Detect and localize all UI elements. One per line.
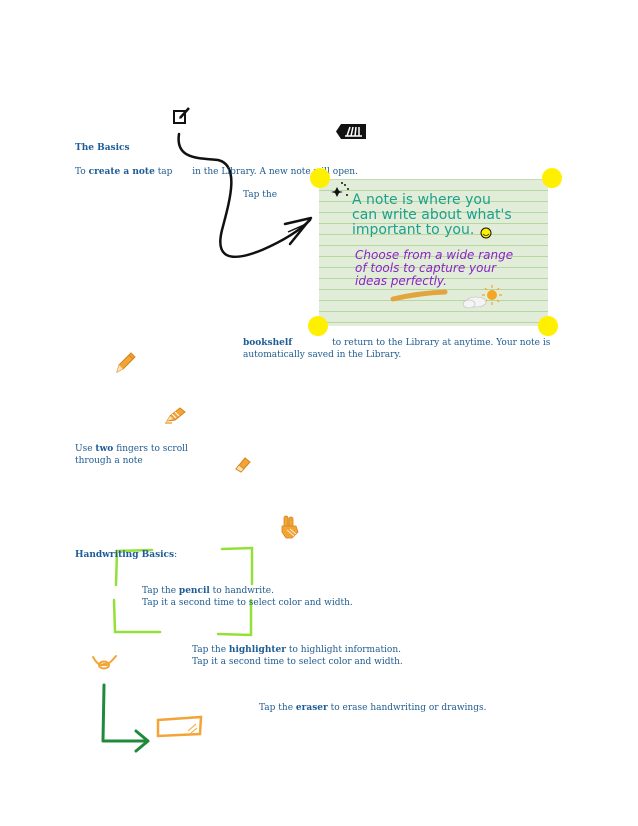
orange-highlight-stroke [390, 289, 448, 302]
orange-doodle [92, 655, 117, 670]
pencil-instruction: Tap the pencil to handwrite. Tap it a se… [142, 586, 353, 608]
resize-handle-bottom-left [308, 316, 328, 336]
eraser-instruction: Tap the eraser to erase handwriting or d… [259, 703, 487, 713]
orange-rectangle [156, 715, 203, 738]
sun-icon [482, 285, 502, 305]
new-note-icon[interactable] [172, 106, 192, 126]
note-text-tools: Choose from a wide range of tools to cap… [355, 248, 514, 288]
hand-drawn-arrow [177, 132, 312, 259]
section-heading-basics: The Basics [75, 143, 130, 153]
note-preview-card [319, 179, 548, 326]
resize-handle-top-right [542, 168, 562, 188]
eraser-icon[interactable] [233, 454, 253, 474]
highlighter-icon[interactable] [164, 405, 188, 425]
resize-handle-top-left [310, 168, 330, 188]
create-note-instruction: To create a note tap in the Library. A n… [75, 167, 358, 177]
section-heading-handwriting: Handwriting Basics: [75, 550, 178, 560]
bookshelf-icon[interactable] [335, 122, 367, 141]
tap-the-label: Tap the [243, 190, 278, 200]
green-arrow [101, 683, 150, 753]
highlighter-instruction: Tap the highlighter to highlight informa… [192, 645, 403, 667]
pencil-icon[interactable] [113, 350, 137, 376]
sparkle-icon [331, 182, 349, 197]
resize-handle-bottom-right [538, 316, 558, 336]
smiley-icon [480, 227, 492, 239]
scroll-instruction: Use two fingers to scroll through a note [75, 444, 188, 466]
green-bracket [112, 546, 254, 637]
two-finger-scroll-icon [281, 515, 299, 539]
note-decorations [331, 182, 502, 309]
note-text-intro: A note is where you can write about what… [352, 192, 512, 238]
cloud-icon [462, 296, 487, 309]
